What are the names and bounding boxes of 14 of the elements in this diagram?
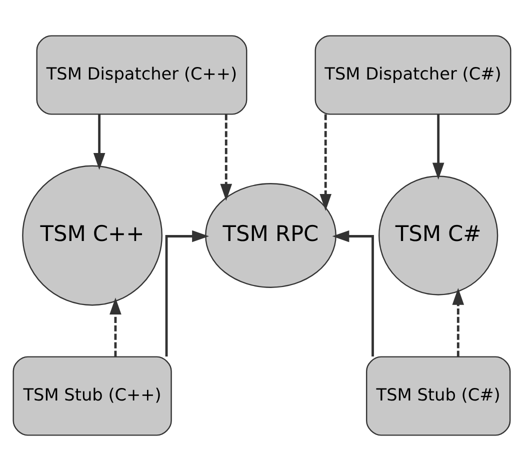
arrow bbox=[432, 114, 444, 180]
node-box: TSM Dispatcher (C++) bbox=[36, 35, 248, 115]
arrow bbox=[110, 298, 122, 357]
node-box: TSM Dispatcher (C#) bbox=[314, 35, 512, 115]
arrow bbox=[320, 114, 332, 211]
node-box: TSM Stub (C++) bbox=[12, 356, 172, 436]
arrow bbox=[452, 288, 464, 357]
arrow bbox=[220, 114, 232, 201]
arrow bbox=[165, 230, 209, 356]
node-box: TSM Stub (C#) bbox=[366, 356, 511, 436]
node-circle: TSM C# bbox=[378, 176, 498, 296]
node-circle: TSM C++ bbox=[22, 165, 163, 306]
arrow bbox=[332, 230, 374, 356]
arrow bbox=[93, 114, 106, 170]
